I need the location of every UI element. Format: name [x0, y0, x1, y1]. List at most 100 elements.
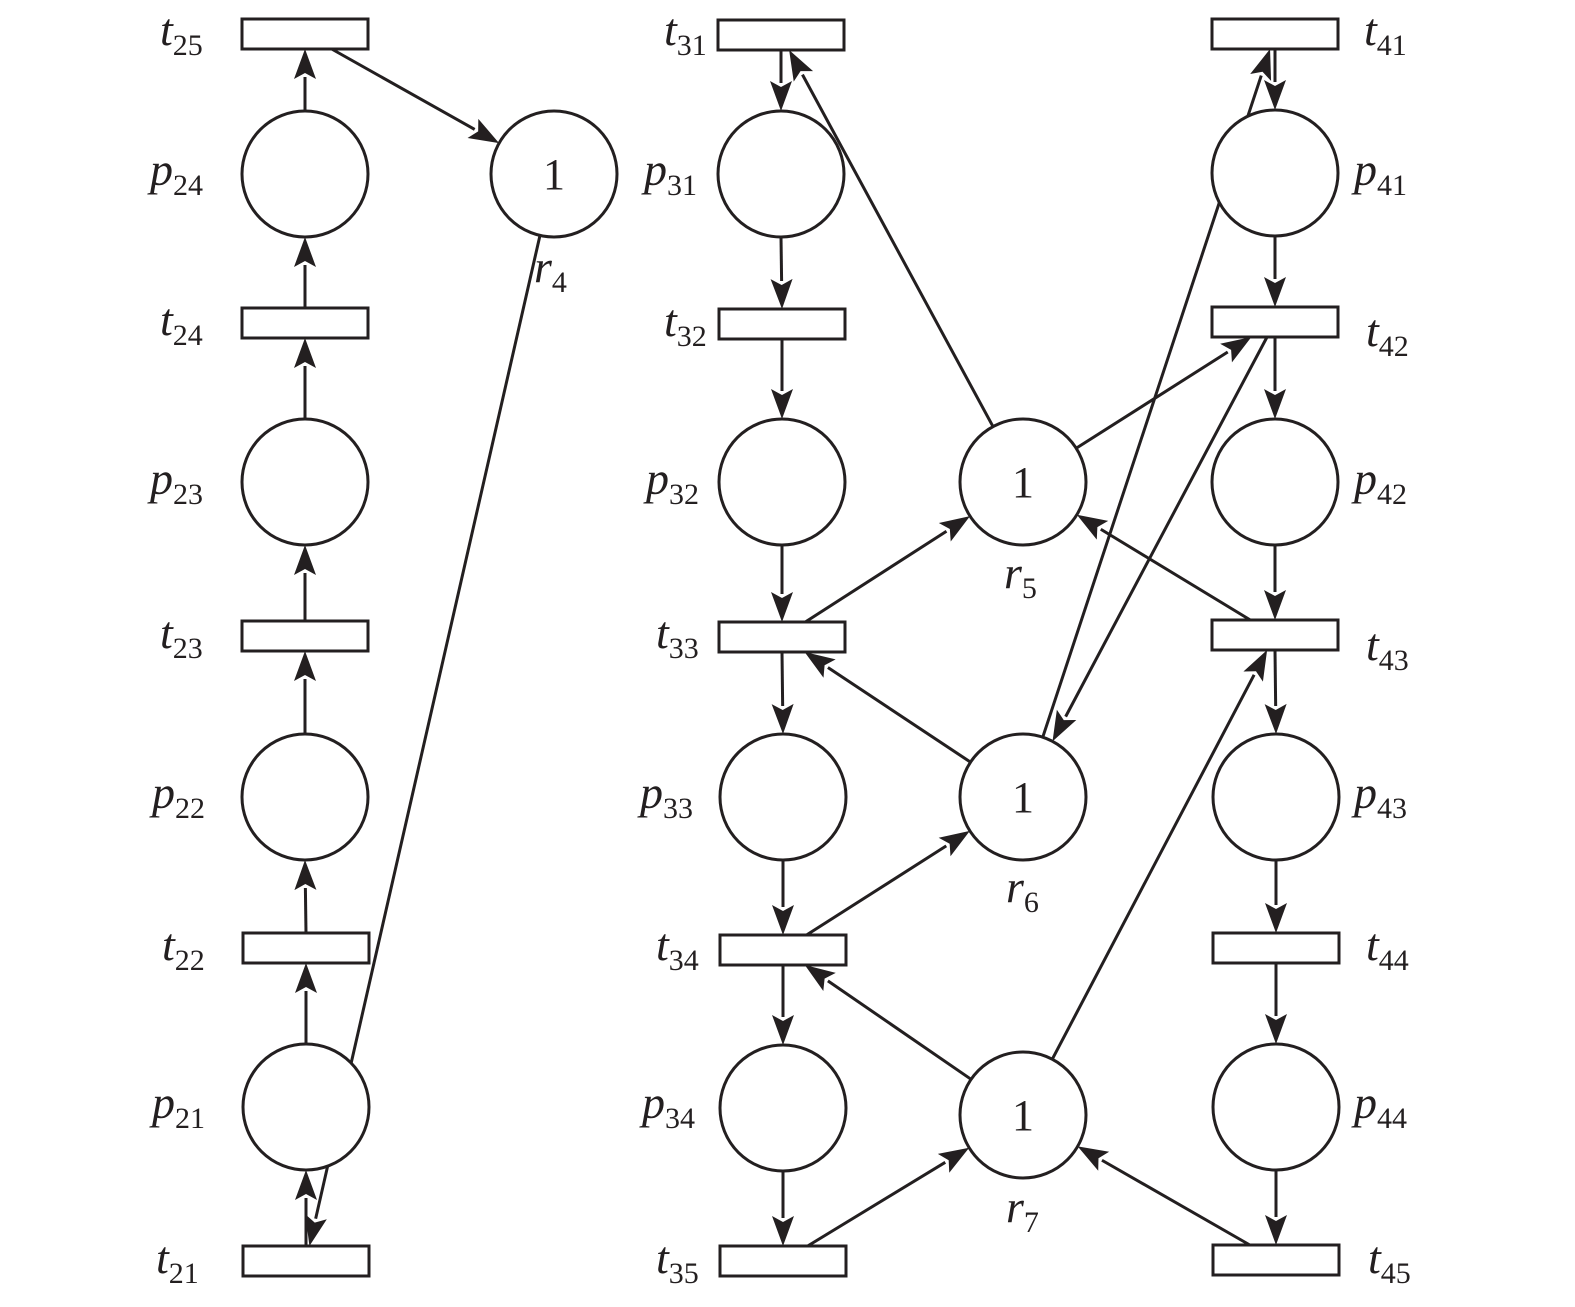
- arc-line: [314, 235, 542, 1220]
- transition-bar: [717, 307, 847, 341]
- arrowhead: [294, 545, 316, 575]
- transition-t42: [1210, 305, 1340, 339]
- arc-line: [805, 844, 948, 937]
- transition-t32: [717, 307, 847, 341]
- node-label-p41: p41: [1351, 144, 1407, 202]
- arc-t33-to-r5: [804, 516, 971, 624]
- node-label-p32: p32: [643, 453, 699, 511]
- arc-r5-to-t42: [1075, 337, 1252, 450]
- arc-line: [806, 1161, 947, 1248]
- place-circle: [241, 1042, 371, 1172]
- arc-t34-to-p34: [772, 965, 794, 1045]
- arc-line: [780, 651, 785, 707]
- transition-bar: [1210, 618, 1340, 652]
- arc-t44-to-p44: [1265, 963, 1287, 1044]
- place-circle: [1211, 732, 1341, 862]
- place-p42: [1210, 417, 1340, 547]
- arrowhead: [772, 1216, 794, 1246]
- node-label-t42: t42: [1366, 305, 1409, 363]
- place-circle: [717, 417, 847, 547]
- arrowhead: [1264, 590, 1286, 620]
- place-circle: [1211, 1042, 1341, 1172]
- node-label-t43: t43: [1366, 619, 1409, 677]
- transition-bar: [717, 620, 847, 654]
- transition-bar: [718, 933, 848, 967]
- node-label-t23: t23: [160, 607, 203, 665]
- arc-line: [779, 236, 784, 282]
- transition-t45: [1211, 1243, 1341, 1277]
- transition-bar: [240, 619, 370, 653]
- transition-t35: [718, 1244, 848, 1278]
- arrowhead: [937, 1147, 970, 1173]
- arrowhead: [1264, 277, 1286, 307]
- arc-t31-to-p31: [770, 50, 792, 111]
- arc-p21-to-t22: [295, 963, 317, 1044]
- node-label-p33: p33: [637, 767, 693, 825]
- place-circle: [1210, 417, 1340, 547]
- arc-line: [827, 666, 972, 764]
- arc-t32-to-p32: [771, 339, 793, 419]
- transition-bar: [241, 931, 371, 965]
- arrowhead: [789, 50, 814, 82]
- arc-p41-to-t42: [1264, 236, 1286, 307]
- arrowhead: [294, 237, 316, 267]
- arrowhead: [294, 859, 317, 891]
- arc-t41-to-p41: [1264, 49, 1286, 110]
- arc-p44-to-t45: [1265, 1170, 1287, 1245]
- token-count: 1: [543, 150, 565, 199]
- place-circle: [240, 732, 370, 862]
- arrowhead: [295, 1170, 317, 1200]
- node-label-p24: p24: [147, 144, 203, 202]
- arrowhead: [770, 278, 793, 309]
- arc-t42-to-r6: [1052, 336, 1269, 742]
- arc-r7-to-t34: [804, 965, 972, 1081]
- place-circle: [240, 109, 370, 239]
- node-label-r7: r7: [1006, 1181, 1039, 1239]
- arc-line: [1273, 649, 1278, 707]
- arc-p22-to-t23: [294, 651, 316, 734]
- arrowhead: [1250, 49, 1272, 81]
- transition-t41: [1210, 17, 1340, 51]
- node-label-t41: t41: [1364, 4, 1407, 62]
- arc-p23-to-t24: [294, 338, 316, 419]
- node-label-p22: p22: [149, 767, 205, 825]
- arc-t22-to-p22: [294, 859, 317, 934]
- place-circle: [716, 109, 846, 239]
- transition-t21: [241, 1244, 371, 1278]
- arrowhead: [1265, 903, 1287, 933]
- place-p21: [241, 1042, 371, 1172]
- arc-t42-to-p42: [1264, 337, 1286, 419]
- transition-t43: [1210, 618, 1340, 652]
- transition-bar: [1210, 17, 1340, 51]
- node-label-t21: t21: [156, 1232, 199, 1290]
- place-circle: [1210, 108, 1340, 238]
- place-p31: [716, 109, 846, 239]
- arrowhead: [771, 389, 793, 419]
- arc-line: [1050, 674, 1256, 1060]
- arc-t24-to-p24: [294, 237, 316, 308]
- arc-r4-to-t21: [305, 235, 542, 1246]
- arc-t25-to-r4: [330, 47, 500, 144]
- arc-p34-to-t35: [772, 1171, 794, 1246]
- arc-t43-to-p43: [1264, 649, 1287, 735]
- arc-t43-to-r5: [1076, 514, 1252, 622]
- arrowhead: [804, 965, 836, 992]
- transition-t25: [240, 17, 370, 51]
- arrowhead: [1264, 389, 1286, 419]
- transition-t31: [716, 18, 846, 52]
- node-label-t32: t32: [664, 295, 707, 353]
- node-label-p21: p21: [149, 1077, 205, 1135]
- arrowhead: [771, 703, 794, 735]
- transition-t24: [240, 306, 370, 340]
- arc-p42-to-t43: [1264, 545, 1286, 620]
- arrowhead: [938, 830, 970, 857]
- transition-bar: [1211, 931, 1341, 965]
- node-label-t35: t35: [656, 1232, 699, 1290]
- node-label-p31: p31: [641, 144, 697, 202]
- arc-line: [330, 47, 476, 131]
- node-label-t33: t33: [656, 607, 699, 665]
- arc-t35-to-r7: [806, 1147, 970, 1248]
- transition-t22: [241, 931, 371, 965]
